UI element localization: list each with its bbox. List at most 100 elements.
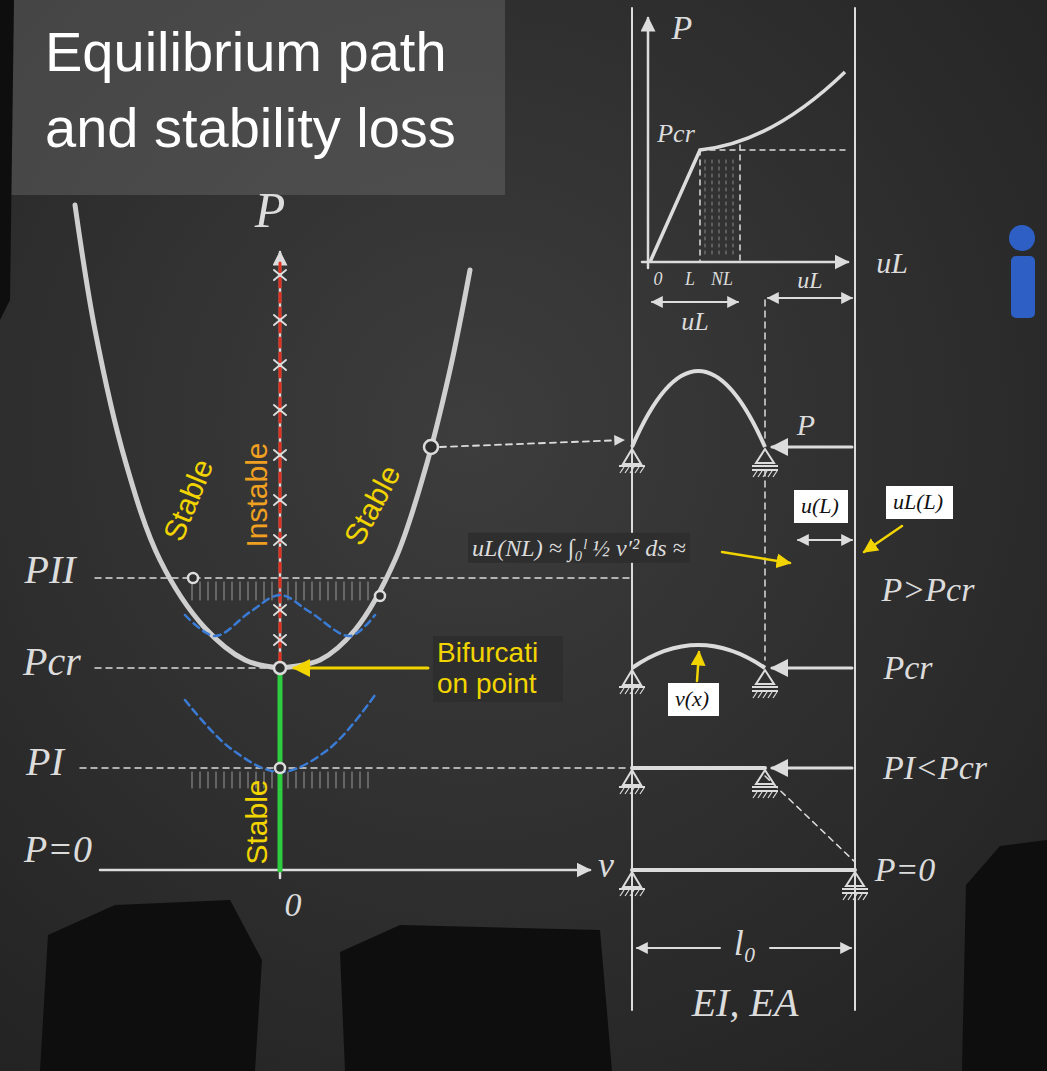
- tick-label: NL: [711, 270, 733, 290]
- energy-hatch: [216, 772, 217, 788]
- energy-hatch: [320, 582, 321, 600]
- tick-label: L: [685, 270, 695, 290]
- load-label: P: [797, 408, 815, 441]
- dashed-guide: [699, 150, 701, 262]
- energy-hatch: [360, 772, 361, 788]
- energy-hatch: [200, 582, 201, 600]
- dimension-arrow: [798, 539, 852, 541]
- load-level: PII: [24, 548, 75, 592]
- pointer-arrow: [864, 526, 902, 552]
- dashed-guide: [765, 776, 855, 862]
- energy-hatch: [320, 772, 321, 788]
- cross-mark: [274, 270, 286, 280]
- equilibrium-point: [424, 440, 438, 454]
- load-level: Pcr: [657, 120, 695, 149]
- load-level: PI: [26, 740, 64, 784]
- dashed-guide: [764, 300, 766, 440]
- energy-hatch: [208, 582, 209, 600]
- energy-hatch: [264, 582, 265, 600]
- energy-hatch: [312, 582, 313, 600]
- pin-support: [619, 770, 645, 794]
- stability-note: Instable: [240, 442, 273, 547]
- title-panel: [0, 0, 505, 195]
- energy-hatch: [328, 772, 329, 788]
- dimension-label: uL: [681, 308, 708, 337]
- load-level-line: [95, 667, 268, 669]
- axis-label: P: [672, 9, 693, 46]
- cross-mark: [274, 450, 286, 460]
- energy-hatch: [296, 582, 297, 600]
- formula: uL(NL) ≈ ∫₀ˡ ½ v′² ds ≈: [468, 533, 690, 563]
- energy-hatch: [240, 582, 241, 600]
- load-level-line: [80, 767, 630, 769]
- load-level: P=0: [24, 829, 92, 871]
- load-arrow: [772, 446, 852, 449]
- formula-text: uL(L): [893, 489, 946, 514]
- stable-branch: [280, 270, 470, 668]
- shading-hatch: [712, 160, 713, 258]
- energy-hatch: [200, 772, 201, 788]
- straight-beam: [632, 766, 765, 770]
- energy-hatch: [192, 772, 193, 788]
- frame-line: [854, 8, 856, 1010]
- cross-mark: [274, 360, 286, 370]
- roller-support: [752, 770, 778, 798]
- energy-curve: [185, 595, 375, 636]
- load-arrow: [772, 767, 852, 770]
- load-label: P>Pcr: [882, 571, 975, 608]
- cross-mark: [274, 270, 286, 280]
- energy-hatch: [360, 582, 361, 600]
- cross-mark: [274, 635, 286, 645]
- energy-hatch: [344, 772, 345, 788]
- dimension-label: uL: [797, 267, 822, 293]
- cross-mark: [274, 605, 286, 615]
- load-label: Pcr: [883, 649, 932, 686]
- equilibrium-point: [188, 573, 198, 583]
- bifurcation-point: [274, 662, 286, 674]
- shading-hatch: [726, 160, 727, 258]
- load-arrow: [772, 667, 852, 670]
- load-level-line: [95, 577, 630, 579]
- title: Equilibrium path and stability loss: [45, 14, 505, 165]
- energy-hatch: [232, 772, 233, 788]
- shading-hatch: [719, 160, 720, 258]
- cross-mark: [274, 495, 286, 505]
- formula-box: uL(L): [886, 486, 953, 519]
- straight-beam: [632, 868, 855, 872]
- pointer-arrow: [722, 552, 790, 563]
- energy-hatch: [296, 772, 297, 788]
- origin-label: 0: [285, 886, 302, 923]
- marker-pen: [1011, 256, 1035, 318]
- energy-hatch: [224, 772, 225, 788]
- dimension-label: l₀: [734, 924, 757, 964]
- covered-area: [340, 925, 612, 1071]
- energy-hatch: [216, 582, 217, 600]
- dashed-guide: [700, 149, 850, 151]
- callout-note: Bifurcati on point: [433, 636, 563, 702]
- energy-hatch: [192, 582, 193, 600]
- energy-hatch: [368, 772, 369, 788]
- formula-box: u(L): [794, 490, 848, 523]
- cross-mark: [274, 495, 286, 505]
- energy-hatch: [312, 772, 313, 788]
- stability-note: Stable: [337, 460, 406, 551]
- frame-line: [631, 8, 633, 1010]
- cross-mark: [274, 605, 286, 615]
- stable-branch: [75, 205, 280, 668]
- dashed-guide: [739, 145, 741, 262]
- energy-hatch: [304, 582, 305, 600]
- covered-area: [40, 900, 262, 1071]
- magnet: [1009, 225, 1035, 251]
- energy-hatch: [304, 772, 305, 788]
- stability-note: Stable: [240, 779, 273, 864]
- dimension-arrow: [770, 947, 851, 949]
- covered-area: [0, 0, 14, 320]
- cross-mark: [274, 315, 286, 325]
- energy-hatch: [288, 772, 289, 788]
- energy-hatch: [208, 772, 209, 788]
- energy-hatch: [248, 582, 249, 600]
- energy-hatch: [336, 772, 337, 788]
- load-path-curve: [650, 72, 845, 262]
- tick-label: 0: [654, 270, 663, 290]
